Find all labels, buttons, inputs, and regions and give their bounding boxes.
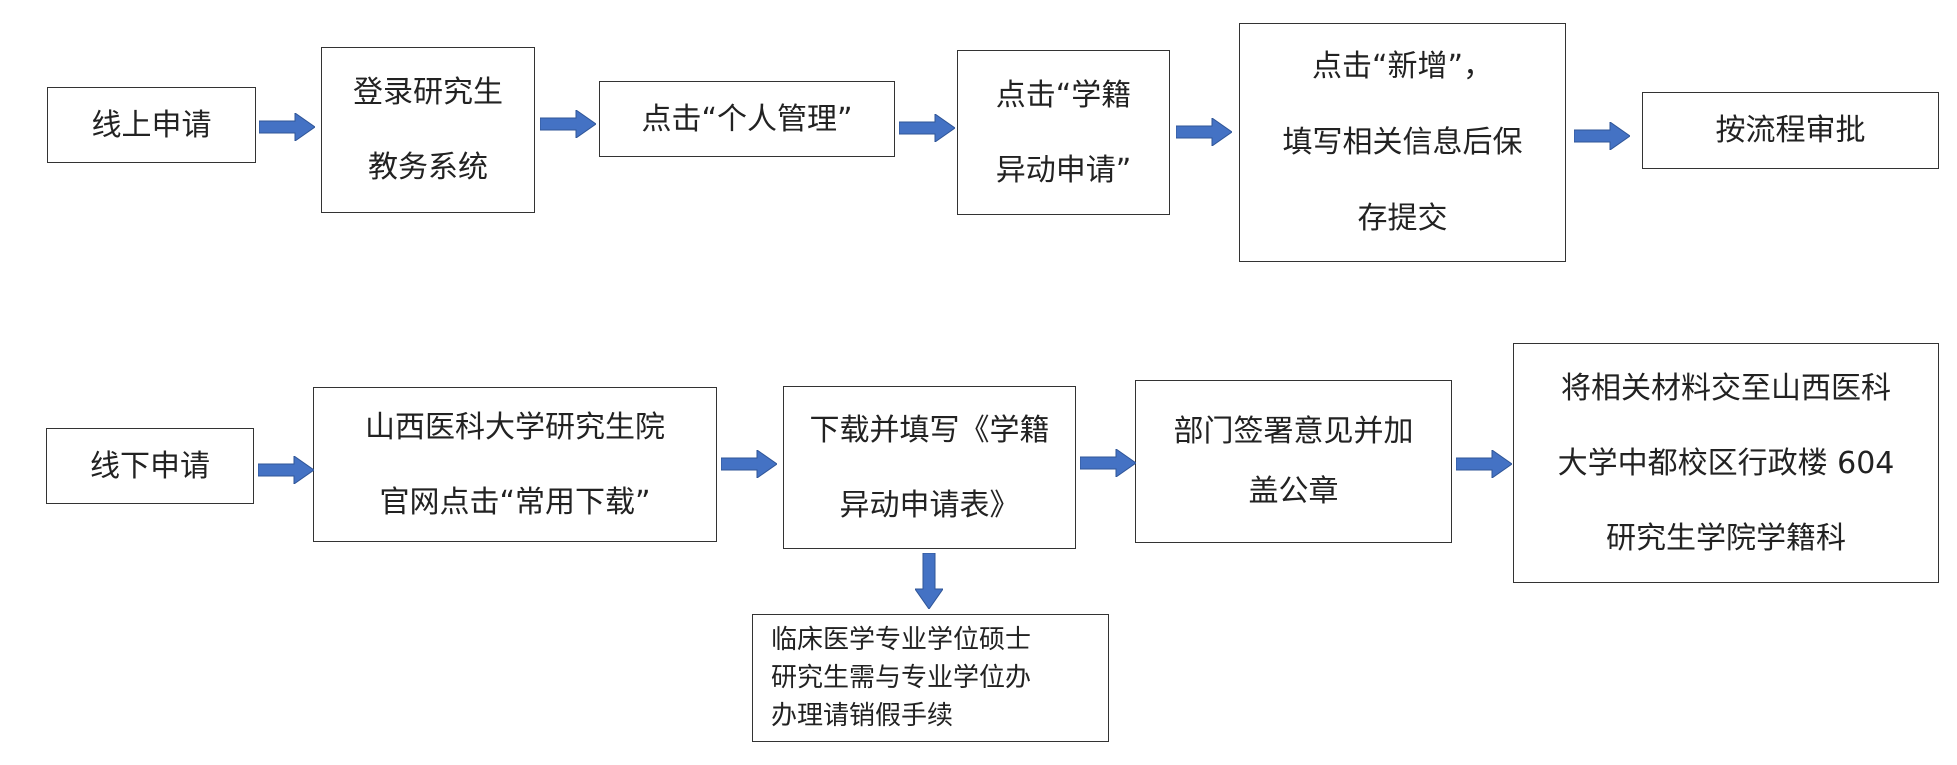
online-step1-box: 登录研究生 教务系统 bbox=[321, 47, 535, 213]
arrow-right-icon bbox=[721, 450, 777, 478]
online-step4-line2: 填写相关信息后保 bbox=[1282, 124, 1523, 160]
note-line2: 研究生需与专业学位办 bbox=[771, 663, 1032, 693]
offline-step3-line1: 部门签署意见并加 bbox=[1173, 413, 1414, 449]
note-line1: 临床医学专业学位硕士 bbox=[771, 625, 1032, 655]
online-end-label: 按流程审批 bbox=[1715, 113, 1866, 148]
arrow-right-icon bbox=[899, 114, 955, 142]
online-start-label: 线上申请 bbox=[91, 107, 212, 143]
online-start-box: 线上申请 bbox=[47, 87, 256, 163]
offline-start-box: 线下申请 bbox=[46, 428, 254, 504]
online-step3-line1: 点击“学籍 bbox=[995, 77, 1132, 113]
offline-end-box: 将相关材料交至山西医科 大学中都校区行政楼 604 研究生学院学籍科 bbox=[1513, 343, 1939, 583]
arrow-right-icon bbox=[540, 110, 596, 138]
online-step1-line2: 教务系统 bbox=[368, 150, 488, 185]
online-step3-box: 点击“学籍 异动申请” bbox=[957, 50, 1170, 215]
online-step2-label: 点击“个人管理” bbox=[641, 101, 853, 137]
offline-end-line1: 将相关材料交至山西医科 bbox=[1561, 370, 1891, 406]
note-line3: 办理请销假手续 bbox=[771, 701, 954, 731]
offline-step1-line1: 山西医科大学研究生院 bbox=[365, 409, 665, 445]
online-step1-line1: 登录研究生 bbox=[353, 75, 503, 110]
arrow-right-icon bbox=[1080, 449, 1136, 477]
offline-step2-line2: 异动申请表》 bbox=[839, 487, 1020, 523]
online-step4-line1: 点击“新增”， bbox=[1311, 48, 1494, 84]
arrow-right-icon bbox=[1574, 122, 1630, 150]
online-step3-line2: 异动申请” bbox=[995, 152, 1132, 188]
offline-step2-line1: 下载并填写《学籍 bbox=[809, 412, 1050, 448]
online-end-box: 按流程审批 bbox=[1642, 92, 1939, 169]
online-step4-line3: 存提交 bbox=[1357, 200, 1448, 236]
offline-step1-box: 山西医科大学研究生院 官网点击“常用下载” bbox=[313, 387, 717, 542]
arrow-down-icon bbox=[915, 553, 943, 609]
offline-end-line2: 大学中都校区行政楼 604 bbox=[1557, 445, 1895, 481]
arrow-right-icon bbox=[1456, 450, 1512, 478]
offline-step3-box: 部门签署意见并加 盖公章 bbox=[1135, 380, 1452, 543]
note-box: 临床医学专业学位硕士 研究生需与专业学位办 办理请销假手续 bbox=[752, 614, 1109, 742]
arrow-right-icon bbox=[258, 456, 314, 484]
online-step4-box: 点击“新增”， 填写相关信息后保 存提交 bbox=[1239, 23, 1566, 262]
arrow-right-icon bbox=[1176, 118, 1232, 146]
offline-start-label: 线下申请 bbox=[90, 448, 210, 484]
online-step2-box: 点击“个人管理” bbox=[599, 81, 895, 157]
offline-step3-line2: 盖公章 bbox=[1248, 473, 1339, 509]
offline-step2-box: 下载并填写《学籍 异动申请表》 bbox=[783, 386, 1076, 549]
offline-step1-line2: 官网点击“常用下载” bbox=[379, 484, 651, 520]
offline-end-line3: 研究生学院学籍科 bbox=[1606, 520, 1846, 556]
arrow-right-icon bbox=[259, 113, 315, 141]
